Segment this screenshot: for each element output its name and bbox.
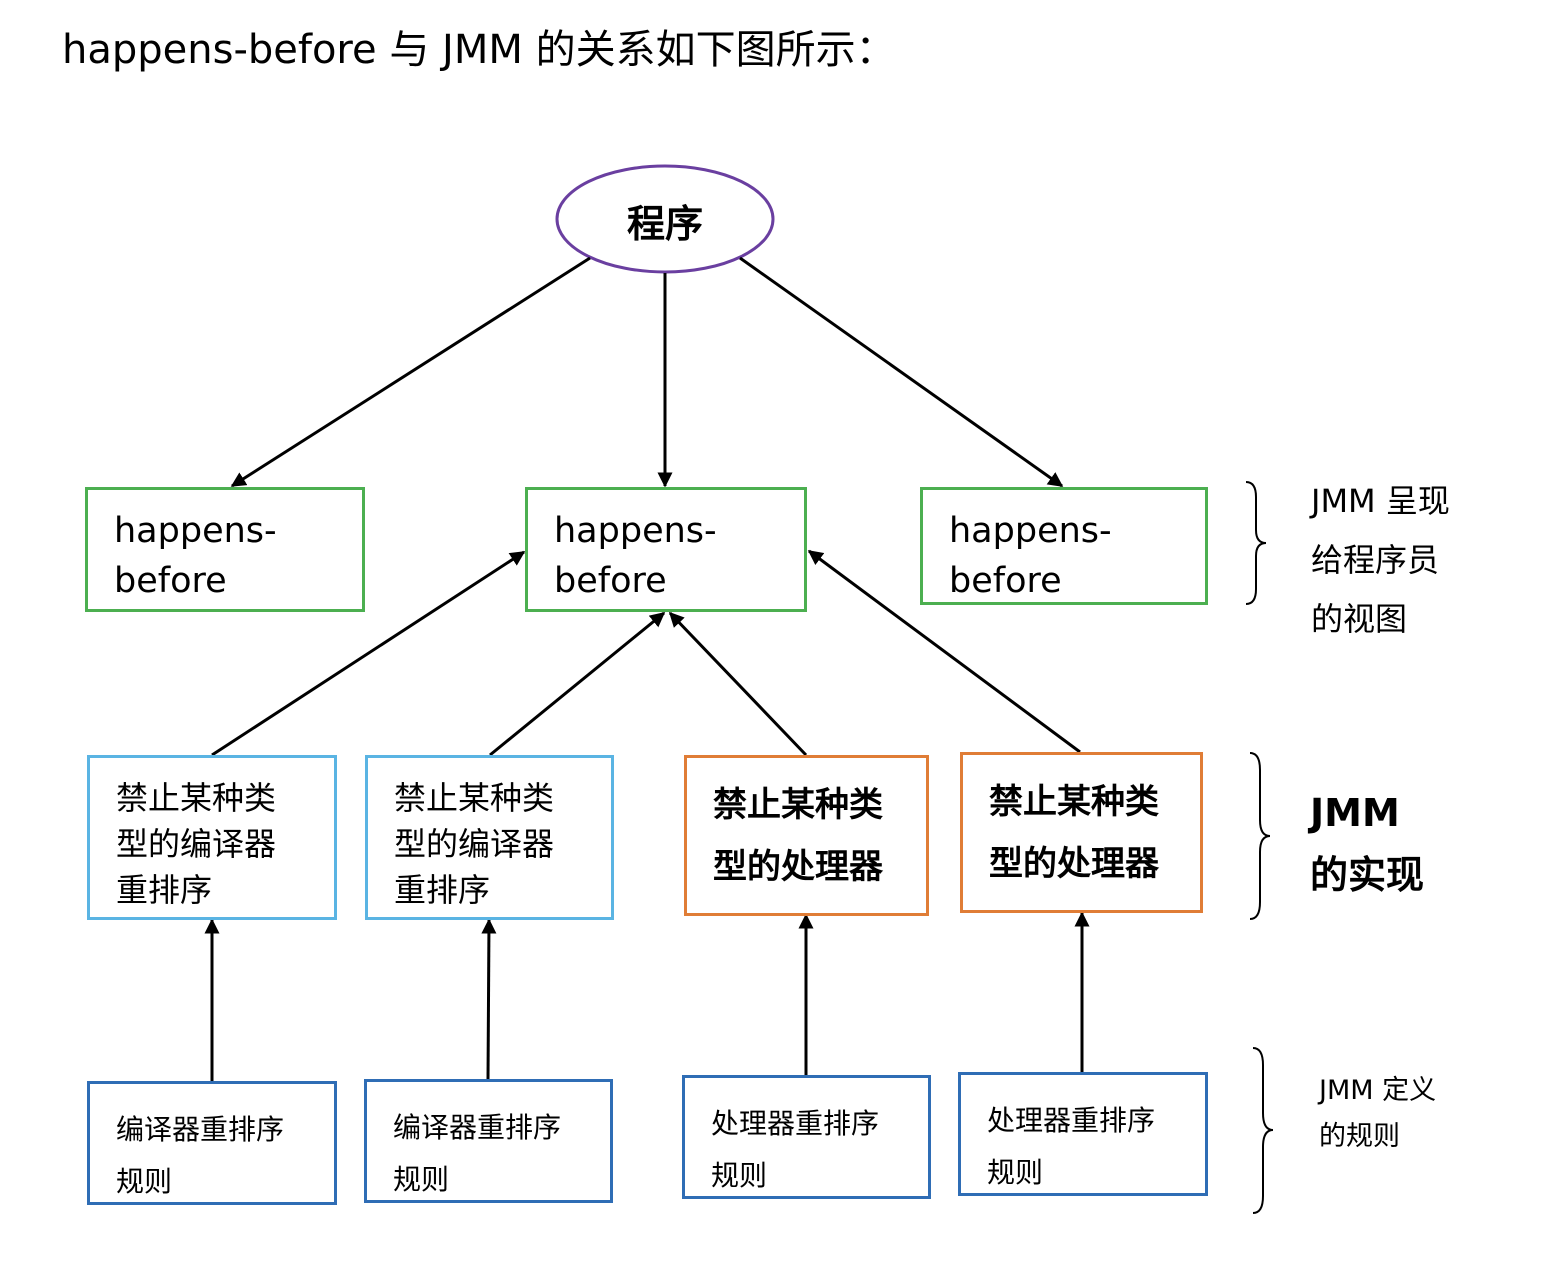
processor-rule-box-1: 处理器重排序 规则 bbox=[682, 1075, 931, 1199]
processor-reorder-box-1: 禁止某种类 型的处理器 bbox=[684, 755, 929, 916]
arrow-program-to-hb-right bbox=[739, 256, 1064, 488]
program-label: 程序 bbox=[626, 202, 703, 246]
reorder-label: 禁止某种类 型的处理器 bbox=[713, 785, 883, 887]
happens-before-label: happens- before bbox=[114, 511, 277, 601]
arrow-rule2-to-reorder2 bbox=[481, 918, 497, 1081]
compiler-rule-box-1: 编译器重排序 规则 bbox=[87, 1081, 337, 1205]
happens-before-label: happens- before bbox=[949, 511, 1112, 601]
happens-before-label: happens- before bbox=[554, 511, 717, 601]
arrow-reorder1-to-hb bbox=[211, 550, 526, 757]
happens-before-box-left: happens- before bbox=[85, 487, 365, 612]
arrow-program-to-hb-left bbox=[230, 256, 591, 488]
arrow-reorder4-to-hb bbox=[807, 549, 1081, 754]
side-label-programmer-view: JMM 呈现 给程序员 的视图 bbox=[1311, 482, 1450, 638]
program-ellipse bbox=[555, 164, 775, 274]
rule-label: 处理器重排序 规则 bbox=[711, 1107, 880, 1192]
compiler-reorder-box-2: 禁止某种类 型的编译器 重排序 bbox=[365, 755, 614, 920]
brace-rules bbox=[1252, 1047, 1274, 1214]
reorder-label: 禁止某种类 型的处理器 bbox=[989, 782, 1159, 884]
processor-rule-box-2: 处理器重排序 规则 bbox=[958, 1072, 1208, 1196]
side-label-jmm-rules: JMM 定义 的规则 bbox=[1319, 1075, 1437, 1152]
brace-impl bbox=[1249, 752, 1271, 920]
happens-before-box-center: happens- before bbox=[525, 487, 807, 612]
rule-label: 处理器重排序 规则 bbox=[987, 1104, 1156, 1189]
compiler-reorder-box-1: 禁止某种类 型的编译器 重排序 bbox=[87, 755, 337, 920]
compiler-rule-box-2: 编译器重排序 规则 bbox=[364, 1079, 613, 1203]
reorder-label: 禁止某种类 型的编译器 重排序 bbox=[116, 779, 277, 909]
arrow-reorder2-to-hb bbox=[489, 611, 666, 757]
arrow-reorder3-to-hb bbox=[668, 611, 808, 757]
rule-label: 编译器重排序 规则 bbox=[393, 1111, 562, 1196]
side-label-jmm-implementation: JMM 的实现 bbox=[1310, 791, 1425, 897]
processor-reorder-box-2: 禁止某种类 型的处理器 bbox=[960, 752, 1203, 913]
rule-label: 编译器重排序 规则 bbox=[116, 1113, 285, 1198]
reorder-label: 禁止某种类 型的编译器 重排序 bbox=[394, 779, 555, 909]
page-title: happens-before 与 JMM 的关系如下图所示： bbox=[62, 27, 896, 73]
brace-view bbox=[1245, 481, 1267, 605]
happens-before-box-right: happens- before bbox=[920, 487, 1208, 605]
